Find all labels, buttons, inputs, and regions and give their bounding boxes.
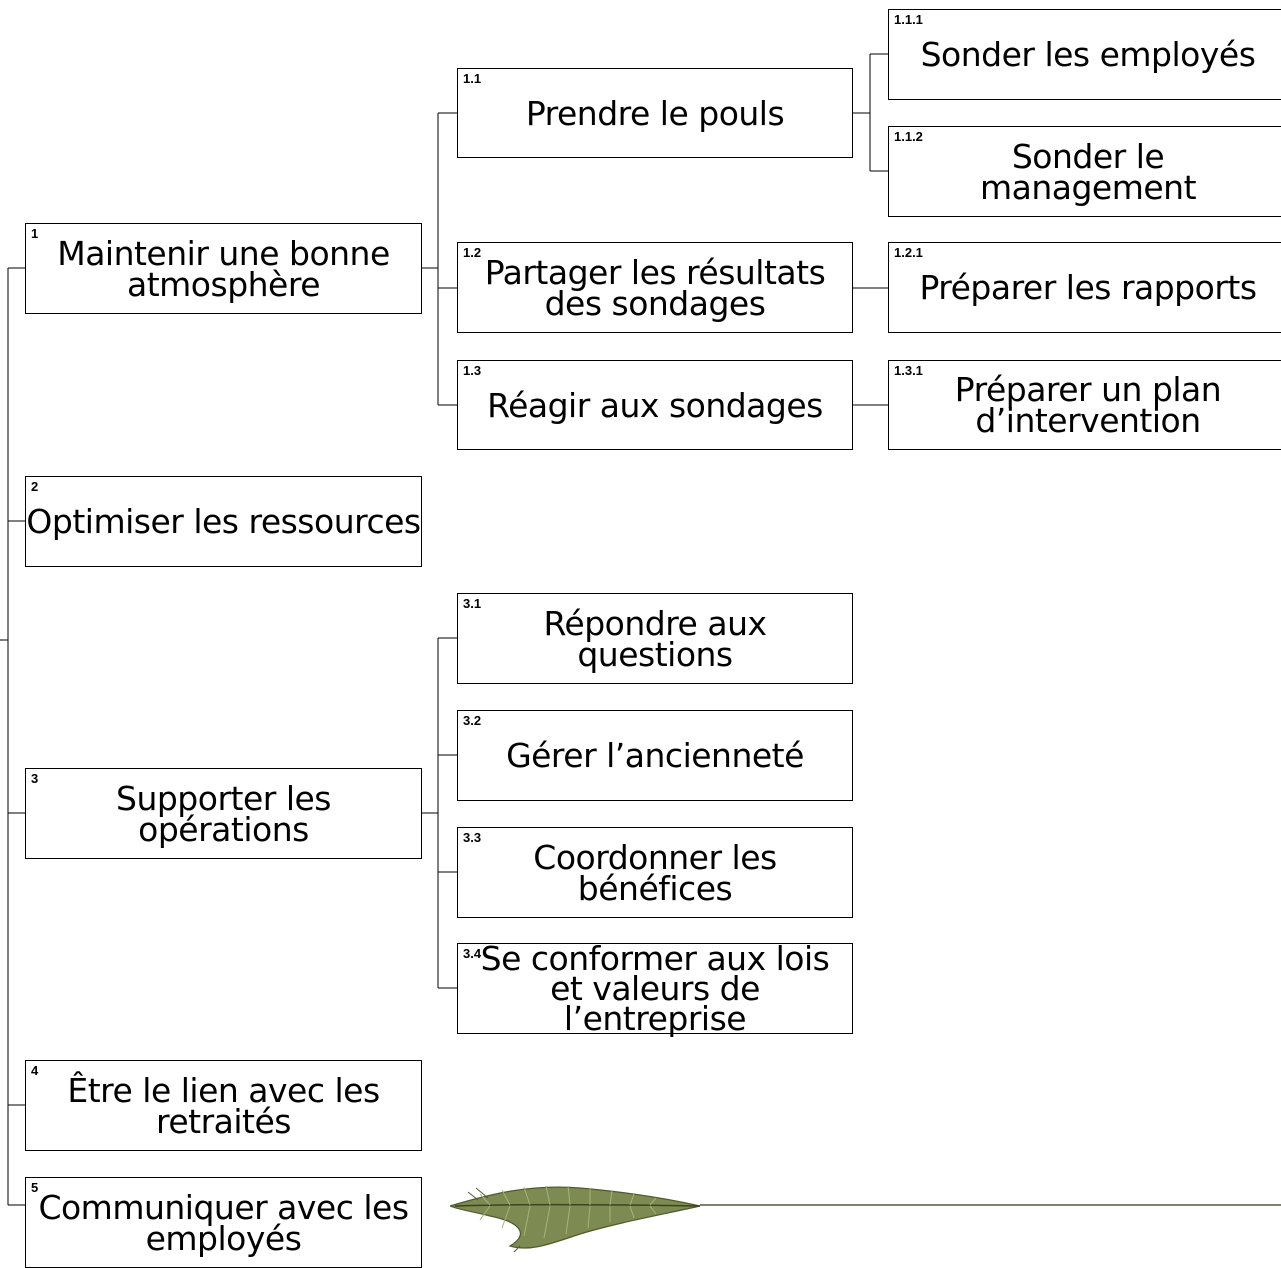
node-label: Coordonner les bénéfices	[533, 837, 777, 908]
node-label: Réagir aux sondages	[487, 385, 823, 425]
node-number: 1.1	[463, 71, 482, 86]
node-number: 1.1.1	[894, 12, 923, 27]
node-number: 3.1	[463, 596, 482, 611]
node-label: Maintenir une bonne atmosphère	[57, 233, 390, 304]
node-label: Sonder le management	[979, 136, 1197, 207]
node-number: 1.2	[463, 245, 482, 260]
node-number: 2	[31, 479, 39, 494]
node-label: Partager les résultats des sondages	[484, 252, 826, 323]
node-label: Prendre le pouls	[525, 93, 785, 133]
node-number: 1	[31, 226, 39, 241]
node-label: Répondre aux questions	[543, 603, 767, 674]
node-label: Se conformer aux lois et valeurs de l’en…	[480, 938, 830, 1038]
node-number: 1.3	[463, 363, 482, 378]
node-2[interactable]: 2 Optimiser les ressources	[25, 476, 422, 567]
node-1-1-2[interactable]: 1.1.2 Sonder le management	[888, 126, 1281, 217]
node-1[interactable]: 1 Maintenir une bonne atmosphère	[25, 223, 422, 314]
node-4[interactable]: 4 Être le lien avec les retraités	[25, 1060, 422, 1151]
node-number: 3.3	[463, 830, 482, 845]
node-label: Sonder les employés	[920, 35, 1256, 74]
node-number: 5	[31, 1180, 39, 1195]
node-3[interactable]: 3 Supporter les opérations	[25, 768, 422, 859]
node-3-1[interactable]: 3.1 Répondre aux questions	[457, 593, 853, 684]
node-label: Être le lien avec les retraités	[67, 1070, 380, 1141]
node-1-3-1[interactable]: 1.3.1 Préparer un plan d’intervention	[888, 360, 1281, 450]
node-3-2[interactable]: 3.2 Gérer l’ancienneté	[457, 710, 853, 801]
node-label: Gérer l’ancienneté	[506, 736, 804, 775]
node-3-3[interactable]: 3.3 Coordonner les bénéfices	[457, 827, 853, 918]
node-label: Préparer un plan d’intervention	[954, 370, 1222, 440]
node-number: 3.2	[463, 713, 482, 728]
node-label: Préparer les rapports	[919, 268, 1257, 307]
feather-icon	[450, 1185, 701, 1252]
node-1-2[interactable]: 1.2 Partager les résultats des sondages	[457, 242, 853, 333]
node-5[interactable]: 5 Communiquer avec les employés	[25, 1177, 422, 1268]
node-label: Supporter les opérations	[116, 778, 331, 849]
node-1-2-1[interactable]: 1.2.1 Préparer les rapports	[888, 242, 1281, 333]
node-label: Optimiser les ressources	[26, 502, 421, 541]
node-1-1-1[interactable]: 1.1.1 Sonder les employés	[888, 9, 1281, 100]
node-number: 3.4	[463, 946, 482, 961]
node-number: 1.3.1	[894, 363, 923, 378]
node-1-1[interactable]: 1.1 Prendre le pouls	[457, 68, 853, 158]
node-label: Communiquer avec les employés	[38, 1187, 409, 1258]
node-number: 1.2.1	[894, 245, 923, 260]
node-1-3[interactable]: 1.3 Réagir aux sondages	[457, 360, 853, 450]
node-number: 3	[31, 771, 39, 786]
node-number: 4	[31, 1063, 39, 1078]
node-3-4[interactable]: 3.4 Se conformer aux lois et valeurs de …	[457, 938, 853, 1038]
node-number: 1.1.2	[894, 129, 923, 144]
